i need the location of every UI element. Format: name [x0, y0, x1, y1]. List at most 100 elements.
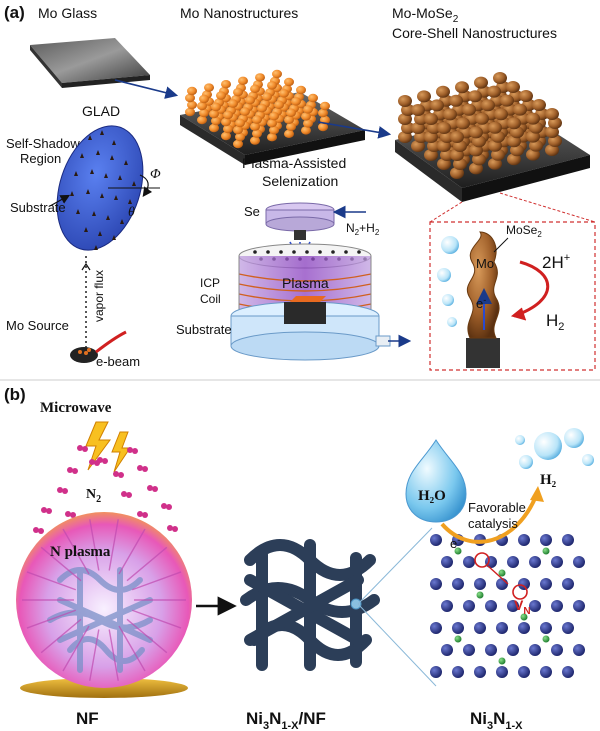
core-shell-rod-segment — [411, 104, 425, 116]
substrate-label: Substrate — [10, 200, 66, 215]
n-atom — [41, 507, 47, 513]
se-crucible — [265, 202, 335, 252]
ni-atom — [463, 600, 475, 612]
ni-atom — [529, 556, 541, 568]
ni-atom — [507, 644, 519, 656]
ni3n-label: Ni3N1-X — [470, 709, 523, 731]
core-shell-rod-segment — [440, 149, 454, 161]
plasma-ray — [131, 571, 182, 591]
foam-strut — [57, 597, 153, 643]
ni-atom — [430, 622, 442, 634]
core-shell-rod-segment — [414, 131, 428, 143]
ni-atom — [562, 534, 574, 546]
core-shell-array — [395, 72, 590, 202]
ni3n-foam-strut — [244, 574, 364, 646]
core-shell-rod-segment — [475, 112, 489, 125]
core-shell-rod-segment — [453, 158, 467, 170]
n2h2-label: N2+H2 — [346, 221, 380, 237]
n-atom — [137, 511, 143, 517]
panel-b: (b) Microwave N2 N plasma NF Ni3N1-X/NF … — [4, 385, 594, 731]
hydrogen-bubbles-icon — [515, 428, 594, 469]
core-shell-rod-segment — [493, 72, 507, 84]
core-shell-rod-segment — [462, 103, 476, 116]
core-shell-rod-segment — [468, 90, 482, 103]
core-shell-rod-segment — [506, 81, 520, 93]
ni-atom — [518, 534, 530, 546]
mo-glass-title: Mo Glass — [38, 5, 97, 21]
mo-rod-segment — [320, 101, 330, 111]
deposition-dot — [120, 219, 124, 224]
deposition-dot — [98, 231, 102, 236]
n-atom — [57, 487, 63, 493]
se-label: Se — [244, 204, 260, 219]
ni-atom — [441, 600, 453, 612]
vapor-flux-label: vapor flux — [92, 270, 106, 322]
core-shell-rod-segment — [491, 130, 505, 143]
ni-atom — [551, 600, 563, 612]
icp-chamber — [230, 243, 391, 361]
deposition-dot — [110, 155, 114, 160]
mo-rod-segment — [257, 104, 267, 113]
mo-rod-segment — [269, 126, 279, 135]
core-shell-rod-segment — [548, 135, 562, 147]
mo-nanostructures-array — [180, 69, 365, 165]
vapor-flux-arrow — [81, 262, 91, 271]
mo-rod-segment — [284, 129, 294, 138]
ni-atom — [452, 666, 464, 678]
deposition-dot — [92, 211, 96, 216]
icp-label-2: Coil — [200, 292, 221, 306]
mo-rod-segment — [228, 99, 238, 108]
ni-atom — [485, 644, 497, 656]
mo-rod-segment — [284, 77, 294, 87]
ni-atom — [496, 578, 508, 590]
ni-atom — [485, 600, 497, 612]
ni-atom — [507, 556, 519, 568]
core-shell-rod-segment — [398, 131, 412, 143]
ni-atom — [518, 578, 530, 590]
plasma-label: Plasma — [282, 275, 329, 291]
mo-rod-segment — [301, 126, 311, 135]
plasma-ray — [40, 546, 82, 582]
n-atom — [172, 526, 178, 532]
deposition-dot — [94, 245, 98, 250]
core-shell-rod-segment — [481, 99, 495, 112]
ni-atom — [430, 666, 442, 678]
deposition-dot — [86, 189, 90, 194]
n-atom — [65, 511, 71, 517]
core-shell-title-line2: Core-Shell Nanostructures — [392, 25, 557, 41]
deposition-dot — [96, 150, 100, 155]
mo-rod-segment — [286, 122, 296, 131]
n-atom — [97, 457, 103, 463]
ni3n-foam-structure — [240, 539, 380, 671]
core-shell-rod-segment — [526, 130, 540, 143]
glad-substrate-disc — [56, 125, 144, 251]
core-shell-rod-segment — [417, 90, 431, 103]
mo-rod-segment — [291, 97, 301, 106]
core-shell-rod-segment — [469, 126, 483, 139]
core-shell-rod-segment — [411, 122, 425, 134]
core-shell-rod-segment — [443, 108, 457, 121]
mo-rod-segment — [284, 115, 294, 125]
mo-rod-segment — [199, 94, 209, 104]
core-shell-rod-segment — [424, 131, 438, 143]
lid-hole — [344, 250, 348, 254]
mo-rod-segment — [250, 136, 260, 145]
deposition-dot — [132, 181, 136, 186]
mo-rod-segment — [250, 84, 260, 94]
n-atom — [127, 447, 133, 453]
n-lattice-atom — [520, 613, 528, 621]
core-shell-rod-segment — [545, 108, 559, 120]
zoom-line-bottom — [357, 603, 437, 687]
lid-hole — [279, 250, 283, 254]
n-atom — [46, 508, 52, 514]
hydrogen-evolution-inset — [429, 221, 596, 371]
panel-a: (a) Mo Glass Mo Nanostructures Mo-MoSe2 … — [4, 3, 596, 371]
inset-electron-label: e- — [476, 295, 486, 311]
microwave-label: Microwave — [40, 400, 112, 416]
lid-hole — [305, 250, 309, 254]
ni-atom — [452, 622, 464, 634]
n-atom — [118, 472, 124, 478]
inset-mose2-label: MoSe2 — [506, 223, 542, 239]
n-lattice-atom — [454, 547, 462, 555]
